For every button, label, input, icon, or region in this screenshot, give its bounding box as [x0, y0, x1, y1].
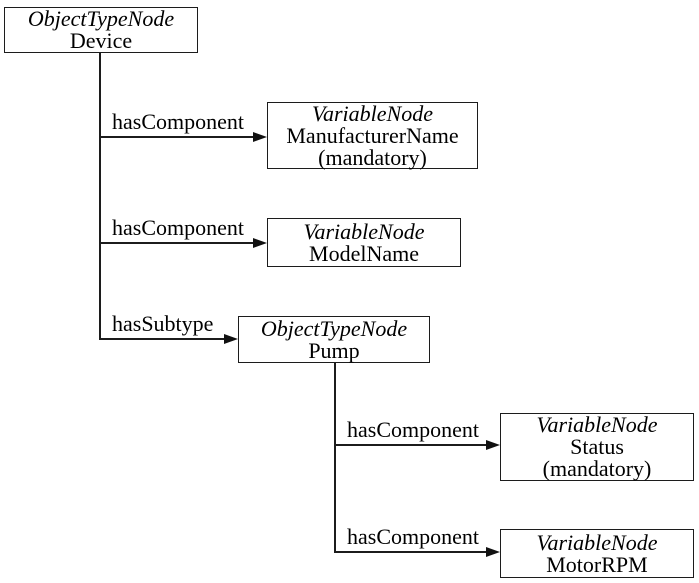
- node-name-label: Status: [570, 434, 624, 459]
- node-pump: ObjectTypeNode Pump: [238, 316, 430, 363]
- node-name-label: MotorRPM: [546, 551, 648, 577]
- node-type-label: ObjectTypeNode: [27, 6, 175, 31]
- edge-label-hascomponent: hasComponent: [112, 109, 244, 134]
- edge-line-hassubtype-pump: [100, 338, 225, 340]
- edge-line-pump-trunk: [334, 362, 336, 553]
- node-motorrpm: VariableNode MotorRPM: [500, 529, 694, 578]
- edge-label-hascomponent: hasComponent: [347, 417, 479, 442]
- node-type-label: ObjectTypeNode: [260, 315, 408, 341]
- node-name-label: Device: [69, 28, 133, 53]
- node-type-label: VariableNode: [536, 529, 658, 555]
- edge-label-hassubtype: hasSubtype: [112, 311, 214, 336]
- node-modifier-label: (mandatory): [542, 456, 652, 481]
- node-device: ObjectTypeNode Device: [4, 7, 198, 53]
- edge-label-hascomponent: hasComponent: [112, 215, 244, 240]
- node-name-label: ModelName: [309, 240, 419, 266]
- node-manufacturername: VariableNode ManufacturerName (mandatory…: [267, 102, 478, 169]
- node-name-label: Pump: [308, 337, 360, 363]
- node-modifier-label: (mandatory): [318, 144, 427, 170]
- node-status: VariableNode Status (mandatory): [500, 413, 694, 481]
- edge-label-hascomponent: hasComponent: [347, 524, 479, 549]
- edge-line-hascomponent-manufacturername: [100, 136, 254, 138]
- arrowhead-icon: [486, 547, 500, 557]
- edge-line-hascomponent-motorrpm: [335, 551, 487, 553]
- node-type-label: VariableNode: [536, 412, 658, 437]
- node-type-label: VariableNode: [312, 100, 433, 126]
- arrowhead-icon: [253, 132, 267, 142]
- node-name-label: ManufacturerName: [286, 122, 459, 148]
- arrowhead-icon: [486, 440, 500, 450]
- node-type-label: VariableNode: [303, 218, 425, 244]
- node-modelname: VariableNode ModelName: [267, 218, 461, 267]
- arrowhead-icon: [224, 334, 238, 344]
- edge-line-hascomponent-modelname: [100, 242, 254, 244]
- edge-line-device-trunk: [99, 52, 101, 340]
- edge-line-hascomponent-status: [335, 444, 487, 446]
- arrowhead-icon: [253, 238, 267, 248]
